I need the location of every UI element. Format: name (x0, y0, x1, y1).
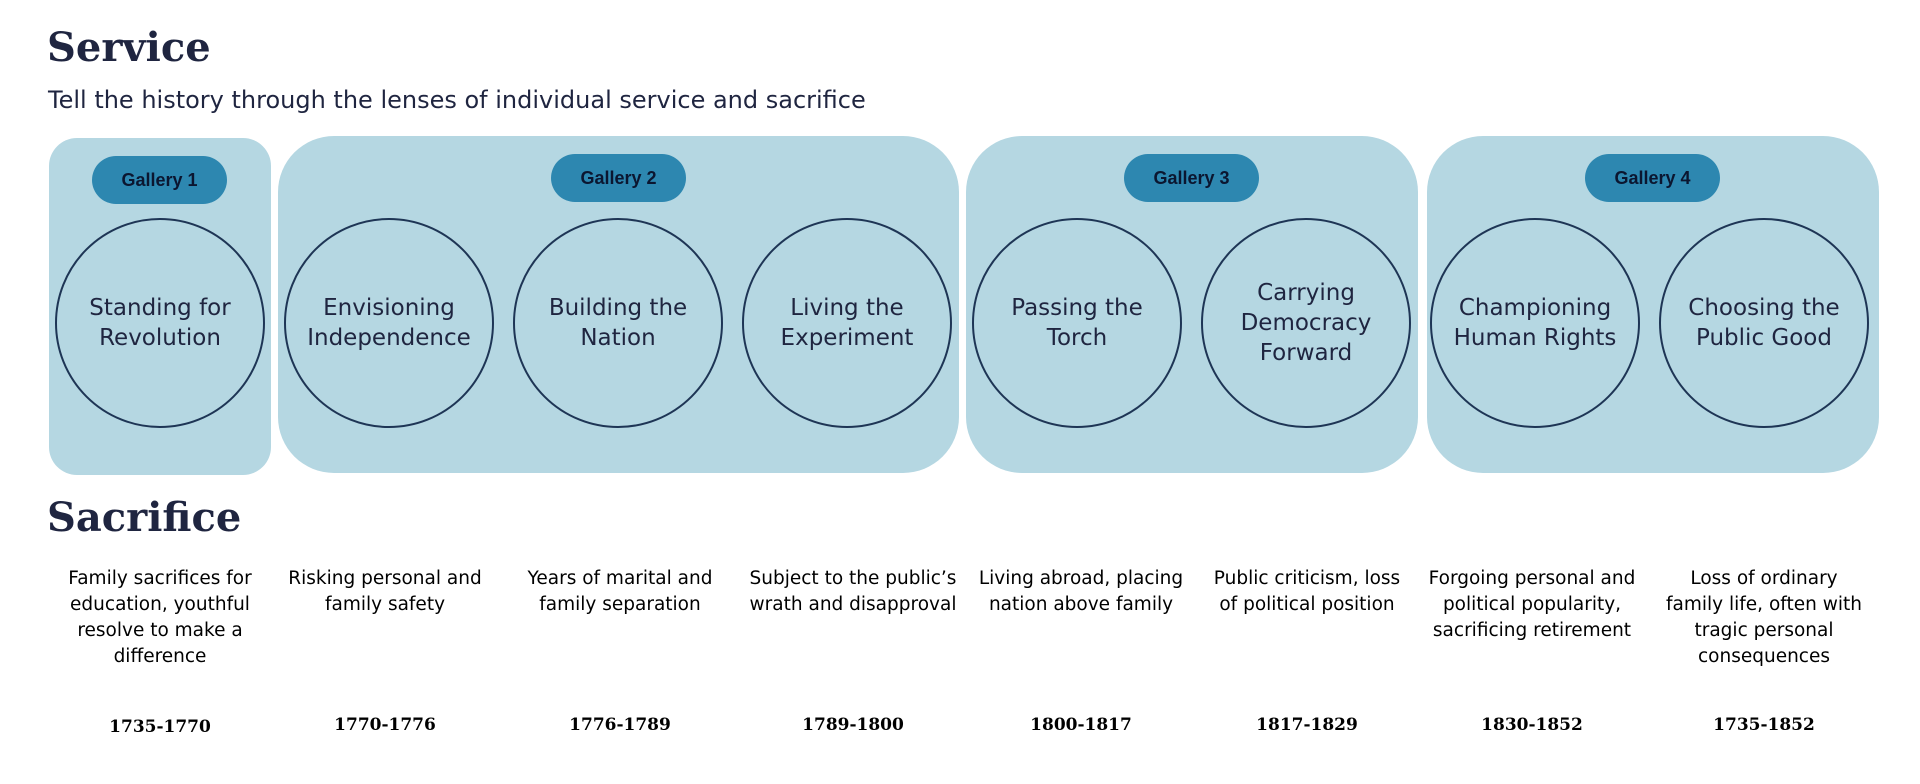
theme-circle-living-the-experiment: Living the Experiment (742, 218, 952, 428)
theme-label: Envisioning Independence (307, 295, 471, 351)
theme-circle-standing-for-revolution: Standing for Revolution (55, 218, 265, 428)
theme-label: Passing the Torch (1011, 295, 1143, 351)
gallery-1-badge: Gallery 1 (92, 156, 227, 204)
sacrifice-text-1: Family sacrifices for education, youthfu… (68, 568, 252, 667)
sacrifice-heading: Sacrifice (47, 494, 242, 541)
service-heading: Service (47, 24, 211, 71)
sacrifice-text-3: Years of marital and family separation (527, 568, 713, 615)
year-range-4: 1789-1800 (802, 715, 904, 735)
sacrifice-text-2: Risking personal and family safety (288, 568, 482, 615)
year-range-6: 1817-1829 (1256, 715, 1358, 735)
year-range-1: 1735-1770 (109, 717, 211, 737)
subtitle: Tell the history through the lenses of i… (48, 86, 866, 114)
sacrifice-text-6: Public criticism, loss of political posi… (1213, 568, 1401, 615)
theme-label: Carrying Democracy Forward (1240, 280, 1372, 366)
year-range-3: 1776-1789 (569, 715, 671, 735)
sacrifice-text-8: Loss of ordinary family life, often with… (1666, 568, 1862, 667)
theme-circle-championing-human-rights: Championing Human Rights (1430, 218, 1640, 428)
theme-circle-building-the-nation: Building the Nation (513, 218, 723, 428)
year-range-5: 1800-1817 (1030, 715, 1132, 735)
theme-label: Building the Nation (548, 295, 688, 351)
theme-circle-choosing-the-public-good: Choosing the Public Good (1659, 218, 1869, 428)
gallery-4-badge: Gallery 4 (1585, 154, 1720, 202)
theme-label: Standing for Revolution (89, 295, 231, 351)
theme-label: Championing Human Rights (1453, 295, 1617, 351)
sacrifice-text-5: Living abroad, placing nation above fami… (978, 568, 1184, 615)
gallery-2-badge: Gallery 2 (551, 154, 686, 202)
theme-label: Choosing the Public Good (1688, 295, 1840, 351)
theme-circle-passing-the-torch: Passing the Torch (972, 218, 1182, 428)
sacrifice-text-4: Subject to the public’s wrath and disapp… (749, 568, 957, 615)
sacrifice-text-7: Forgoing personal and political populari… (1428, 568, 1636, 641)
year-range-8: 1735-1852 (1713, 715, 1815, 735)
year-range-7: 1830-1852 (1481, 715, 1583, 735)
gallery-3-badge: Gallery 3 (1124, 154, 1259, 202)
theme-label: Living the Experiment (780, 295, 914, 351)
theme-circle-carrying-democracy-forward: Carrying Democracy Forward (1201, 218, 1411, 428)
theme-circle-envisioning-independence: Envisioning Independence (284, 218, 494, 428)
year-range-2: 1770-1776 (334, 715, 436, 735)
